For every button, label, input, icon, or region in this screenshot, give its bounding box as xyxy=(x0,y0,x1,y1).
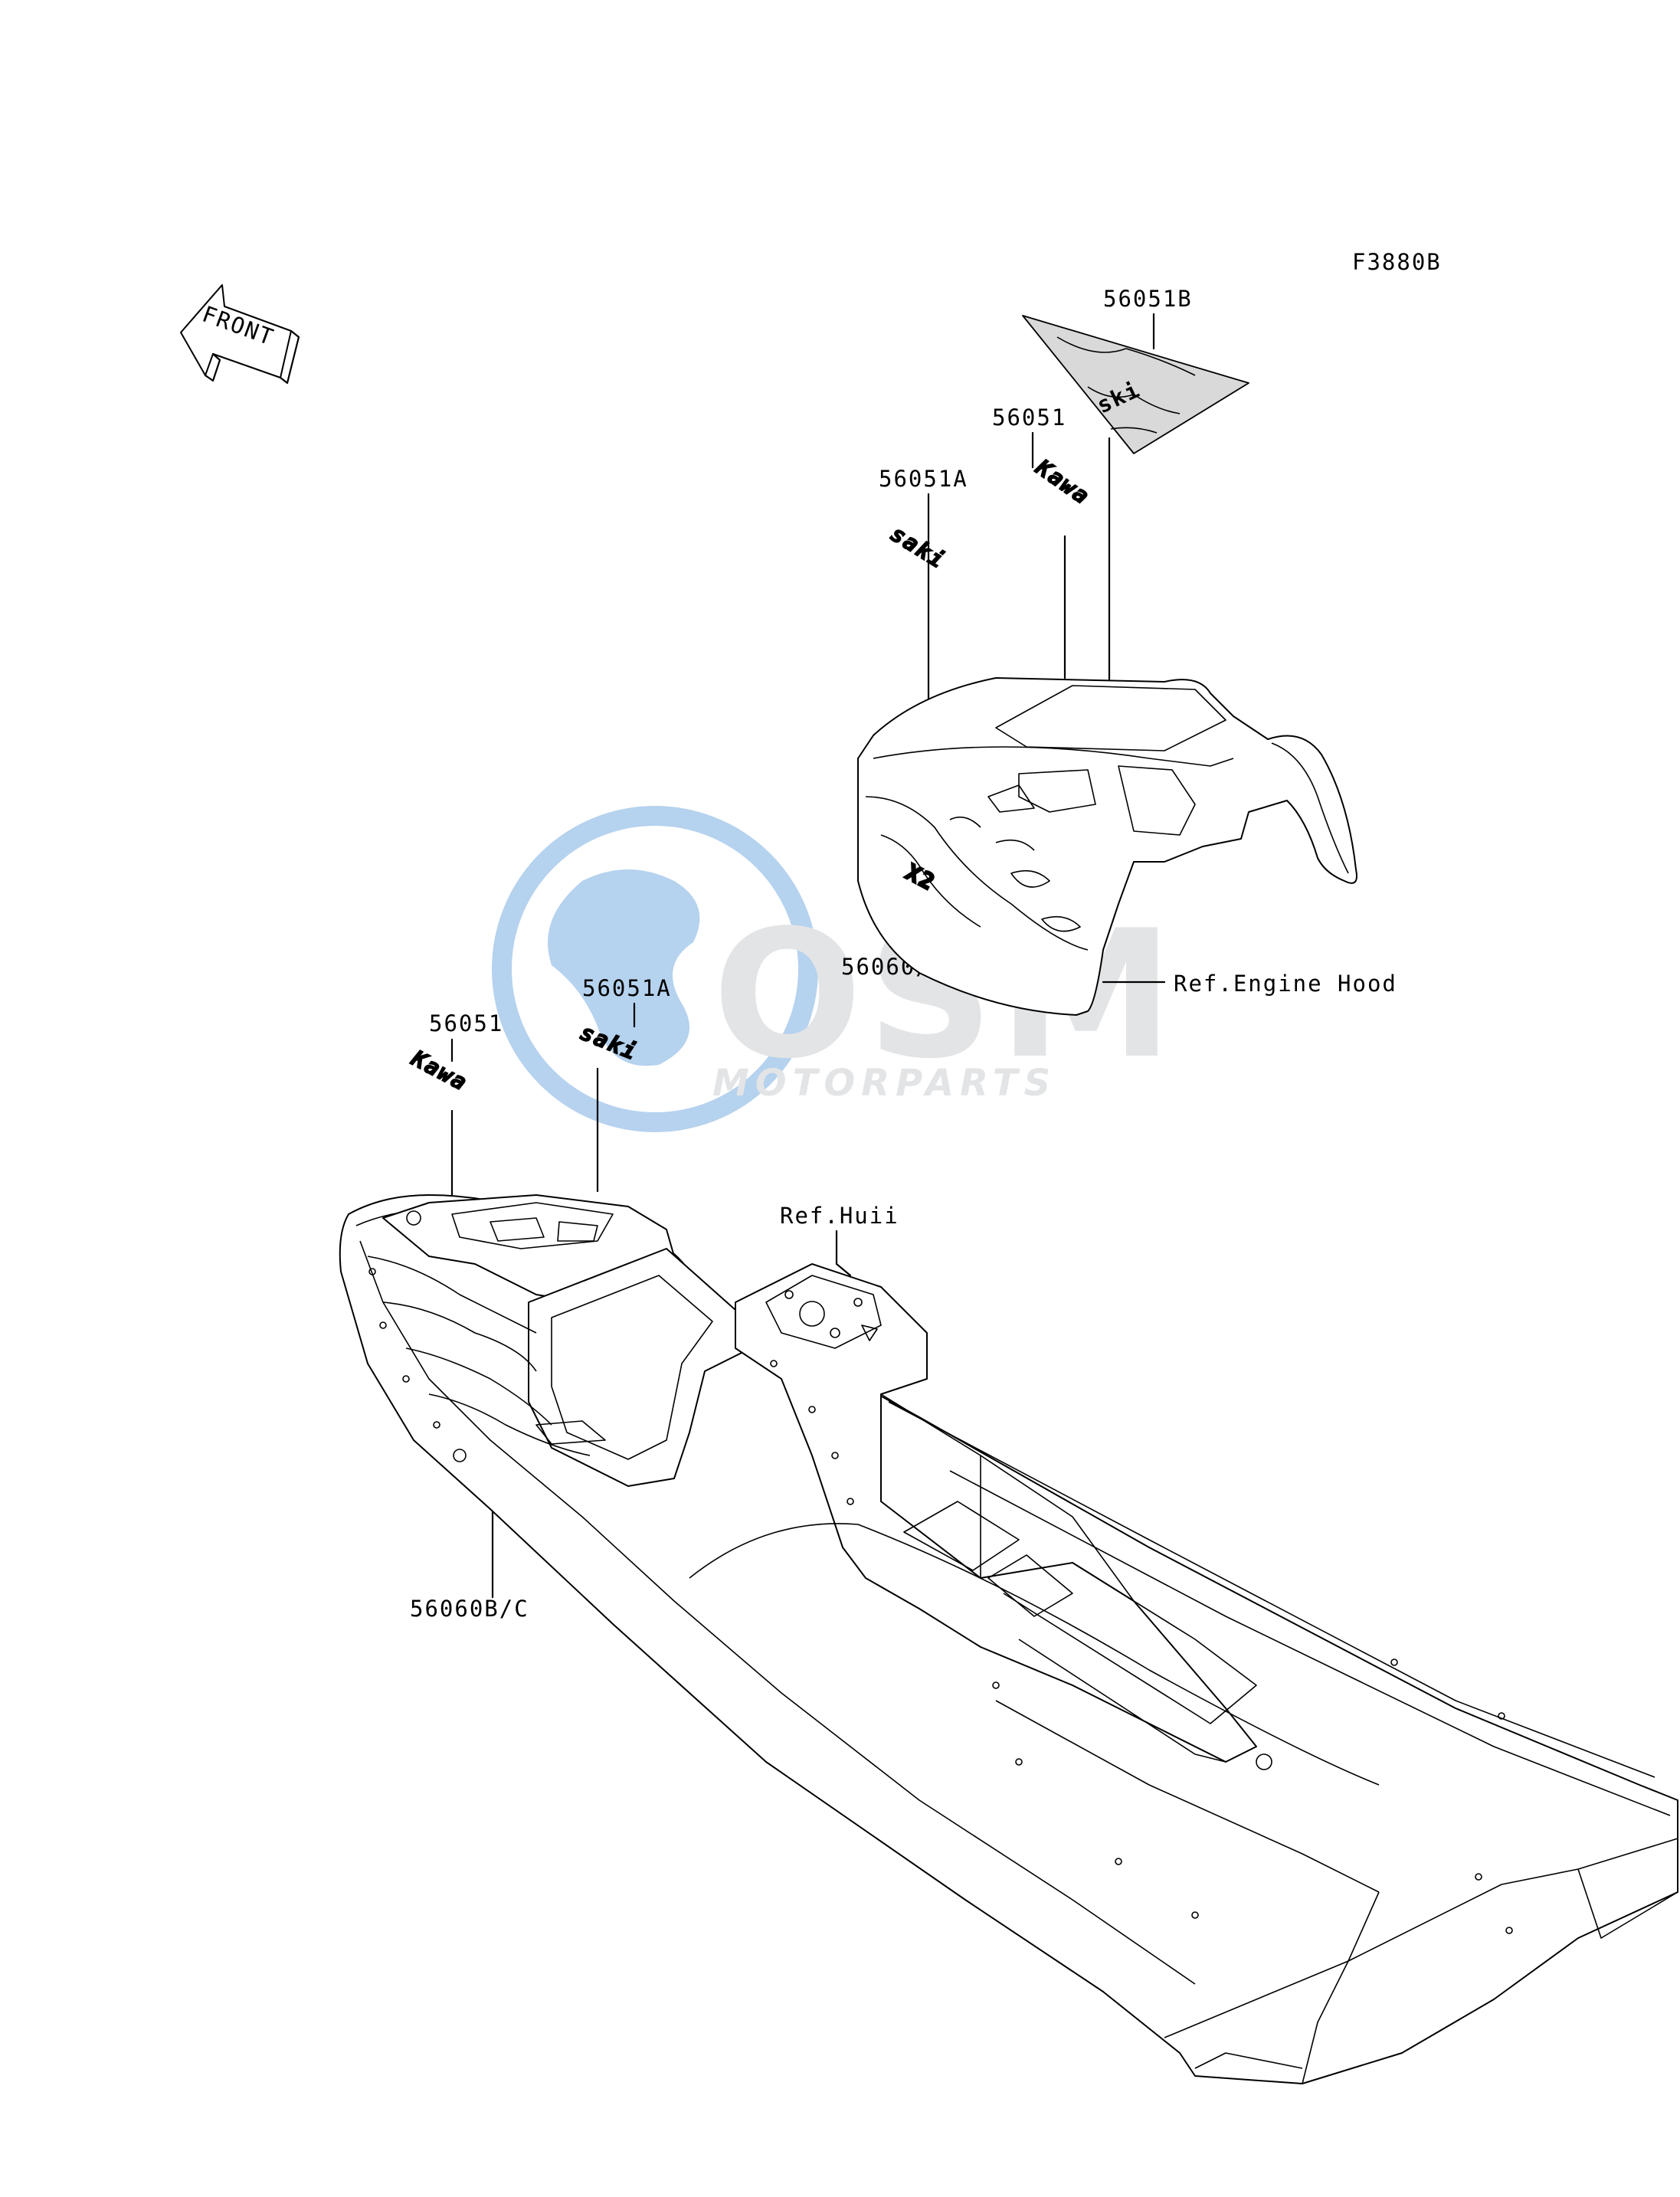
diagram-code: F3880B xyxy=(1352,249,1442,275)
label-56051-top: 56051 xyxy=(992,404,1066,431)
decal-56051-top: Kawa xyxy=(1030,453,1095,511)
label-ref-hull: Ref.Huii xyxy=(780,1203,899,1229)
label-56051A-mid: 56051A xyxy=(582,975,672,1001)
decal-56051-left: Kawa xyxy=(406,1044,473,1097)
decal-56051A-top-text: saki xyxy=(886,520,950,574)
label-ref-engine-hood: Ref.Engine Hood xyxy=(1174,971,1397,997)
engine-hood: X2 xyxy=(857,677,1357,1016)
label-56051-left: 56051 xyxy=(429,1010,503,1036)
decal-56051B: ski xyxy=(1022,315,1249,454)
decal-56051A-top: saki xyxy=(885,519,951,575)
decal-56051-left-text: Kawa xyxy=(407,1045,473,1096)
label-56051B: 56051B xyxy=(1103,286,1193,312)
label-56051A-top: 56051A xyxy=(879,466,968,492)
hull xyxy=(339,1194,1678,2084)
globe-icon xyxy=(492,806,818,1132)
watermark-subtitle: MOTORPARTS xyxy=(712,1062,1056,1105)
front-arrow-icon: FRONT xyxy=(180,284,300,385)
label-56060BC: 56060B/C xyxy=(410,1596,529,1622)
decal-56051-top-text: Kawa xyxy=(1030,453,1095,509)
